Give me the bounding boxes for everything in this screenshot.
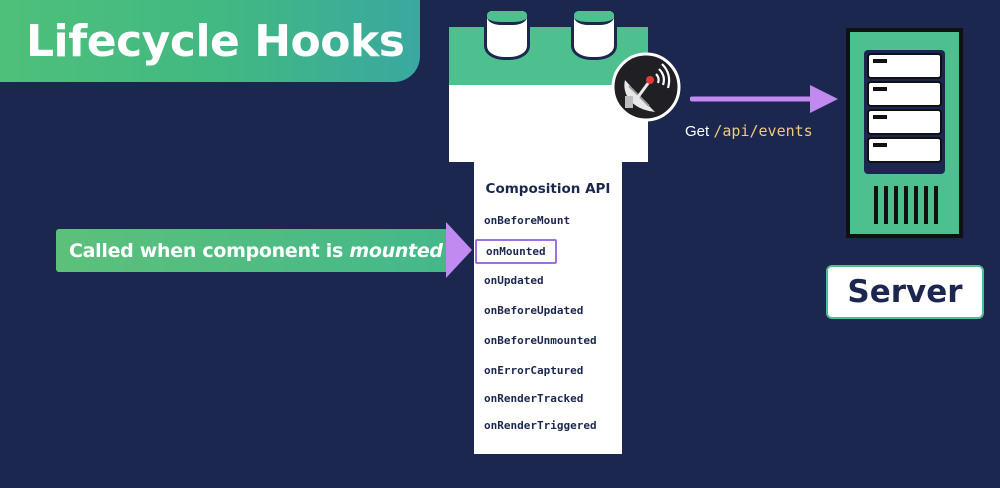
callout-prefix: Called when component is bbox=[69, 239, 350, 262]
callout-emphasis: mounted bbox=[349, 239, 443, 262]
server-label: Server bbox=[847, 274, 963, 310]
hook-item-highlighted: onMounted bbox=[475, 239, 557, 264]
request-path: /api/events bbox=[713, 122, 813, 140]
satellite-dish-icon bbox=[611, 52, 681, 122]
callout-arrow-icon bbox=[446, 222, 472, 278]
api-request-label: Get /api/events bbox=[685, 122, 813, 140]
calendar-ring-right bbox=[571, 8, 617, 60]
server-label-badge: Server bbox=[826, 265, 984, 319]
hook-item: onBeforeUnmounted bbox=[484, 334, 597, 347]
hook-item: onErrorCaptured bbox=[484, 364, 584, 377]
hook-item: onRenderTriggered bbox=[484, 419, 597, 432]
composition-api-title: Composition API bbox=[485, 181, 611, 197]
hook-item: onBeforeUpdated bbox=[484, 304, 584, 317]
page-title: Lifecycle Hooks bbox=[26, 15, 405, 67]
request-verb: Get bbox=[685, 123, 714, 140]
title-banner: Lifecycle Hooks bbox=[0, 0, 420, 82]
hook-item: onBeforeMount bbox=[484, 214, 571, 227]
hook-item: onUpdated bbox=[484, 274, 544, 287]
callout-banner: Called when component is mounted bbox=[56, 229, 448, 272]
arrow-right-icon bbox=[690, 85, 838, 113]
server-icon bbox=[846, 28, 963, 238]
hook-item: onRenderTracked bbox=[484, 392, 584, 405]
callout-text: Called when component is mounted bbox=[69, 240, 443, 262]
composition-api-panel: Composition API onBeforeMount onMounted … bbox=[474, 162, 622, 454]
calendar-ring-left bbox=[484, 8, 530, 60]
